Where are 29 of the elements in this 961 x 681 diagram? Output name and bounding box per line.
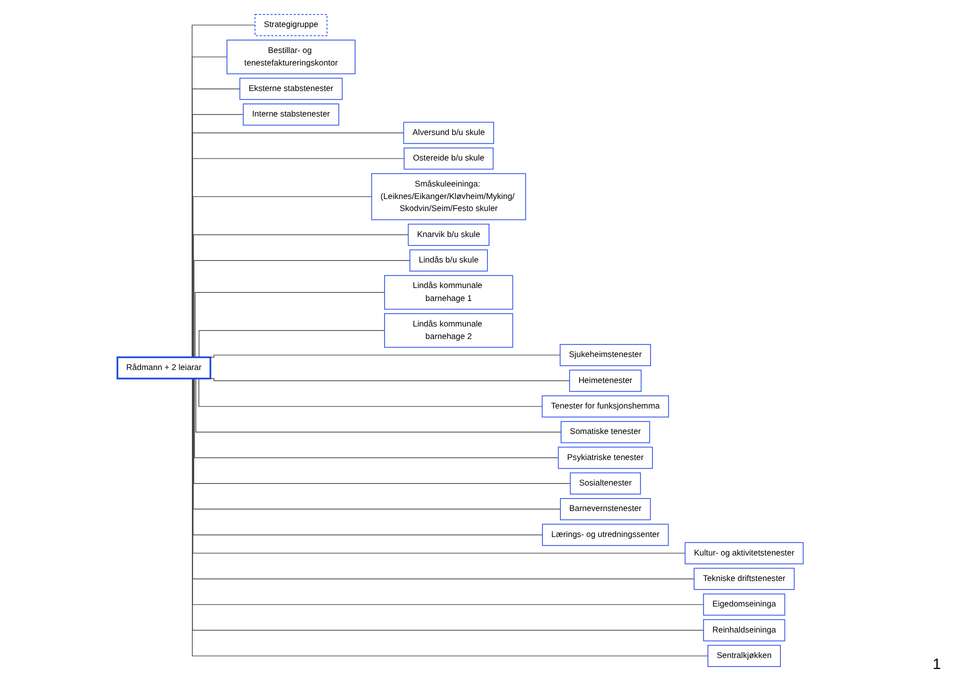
node-box	[254, 14, 328, 36]
node-box	[402, 122, 494, 144]
node-box	[370, 173, 526, 220]
node-box	[116, 356, 211, 380]
node-box	[408, 224, 490, 246]
node-box	[570, 472, 641, 495]
org-chart: Rådmann + 2 leiarar Strategigruppe Bestillar- og tenestefaktureringskontor Eksterne stabstenester Interne stabstenester Alversund b/u skule Ostereide b/u skule Småskuleeininga: (Leiknes/Eikanger/Kløvheim/Myking/ Skodvin/Seim/Festo skuler Knarvik b/u skule Lindås b/u skule Lindås kommunale barnehage 1 Lindås kommunale barnehage 2 Sjukeheimstenester Heimetenester Tenester for funksjonshemma Somatiske tenester Psykiatriske tenester Sosialtenester Barnevernstenester Lærings- og utredningssenter Kultur- og aktivitetstenester Tekniske driftstenester Eigedomseininga Reinhaldseininga Sentralkjøkken	[112, 10, 808, 671]
node-box	[384, 275, 513, 310]
node-box	[559, 344, 651, 366]
node-box	[684, 542, 804, 564]
connector	[208, 378, 570, 382]
node-box	[560, 421, 650, 444]
node-box	[558, 446, 653, 469]
node-box	[409, 249, 488, 272]
node-box	[560, 498, 650, 520]
page-number: 1	[932, 656, 941, 673]
node-box	[568, 370, 642, 392]
node-box	[239, 78, 342, 100]
node-box	[541, 395, 669, 418]
node-box	[403, 148, 494, 170]
node-box	[702, 619, 785, 642]
node-box	[702, 594, 785, 616]
connector	[208, 354, 560, 358]
node-box	[384, 313, 513, 348]
node-box	[542, 524, 668, 546]
node-box	[693, 568, 794, 590]
node-box	[707, 644, 780, 667]
node-box	[242, 103, 339, 126]
node-box	[226, 40, 356, 74]
